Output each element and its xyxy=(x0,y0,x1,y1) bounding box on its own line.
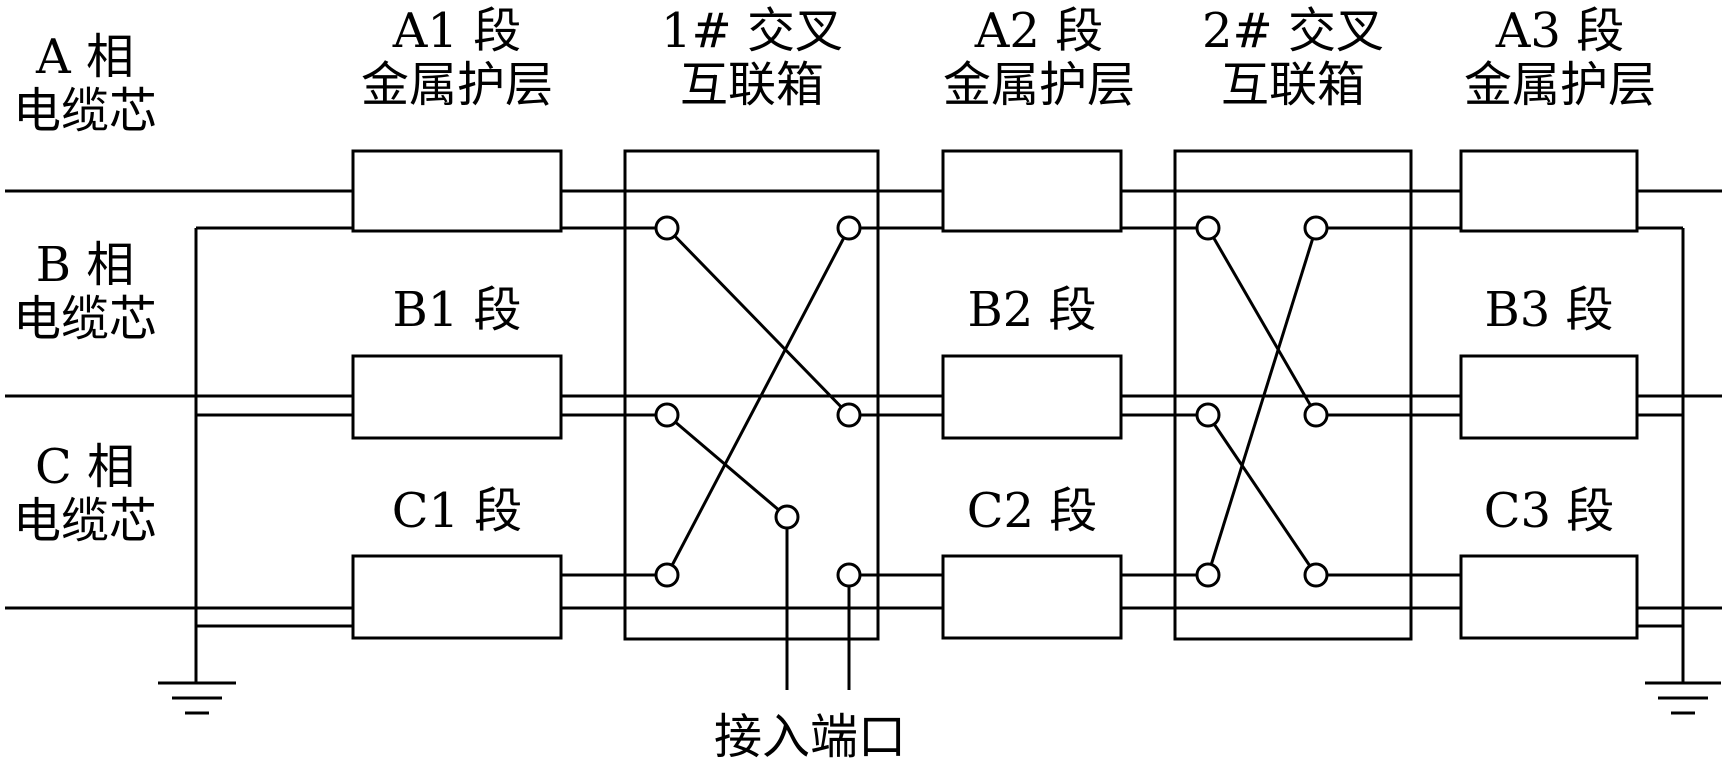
sheath-segment-c3 xyxy=(1459,554,1639,640)
segment-label-c3: C3 段 xyxy=(1483,483,1615,539)
sheath-segment-a3 xyxy=(1459,149,1639,233)
box1-terminal-port xyxy=(774,504,800,530)
box2-terminal-b-left xyxy=(1195,402,1221,428)
top-label-a3-sheath: A3 段 金属护层 xyxy=(1430,4,1690,112)
box2-terminal-c-left xyxy=(1195,562,1221,588)
phase-label-a-line2: 电缆芯 xyxy=(12,83,157,139)
box1-terminal-b-right xyxy=(836,402,862,428)
top-label-a2-line1: A2 段 xyxy=(974,3,1104,59)
box1-link-a1-b2 xyxy=(665,226,851,417)
segment-label-b3: B3 段 xyxy=(1484,282,1614,338)
box1-terminal-a-left xyxy=(654,215,680,241)
top-label-a1-line1: A1 段 xyxy=(392,3,522,59)
phase-label-b-line2: 电缆芯 xyxy=(12,291,157,347)
segment-label-b2: B2 段 xyxy=(967,282,1097,338)
box2-terminal-c-right xyxy=(1303,562,1329,588)
sheath-segment-c1 xyxy=(351,554,563,640)
box2-link-b-c xyxy=(1206,414,1318,576)
phase-label-a: A 相 电缆芯 xyxy=(0,30,170,138)
sheath-segment-a2 xyxy=(941,149,1123,233)
box1-terminal-b-left xyxy=(654,402,680,428)
box1-terminal-c-right xyxy=(836,562,862,588)
top-label-cross-box-2: 2# 交叉 互联箱 xyxy=(1163,4,1423,112)
top-label-a2-sheath: A2 段 金属护层 xyxy=(909,4,1169,112)
phase-label-c-line1: C 相 xyxy=(35,439,135,495)
sheath-segment-c2 xyxy=(941,554,1123,640)
sheath-segment-b2 xyxy=(941,354,1123,440)
sheath-segment-b3 xyxy=(1459,354,1639,440)
top-label-a1-sheath: A1 段 金属护层 xyxy=(327,4,587,112)
segment-label-b1: B1 段 xyxy=(392,282,522,338)
top-label-a3-line2: 金属护层 xyxy=(1463,57,1656,113)
access-port-label: 接入端口 xyxy=(713,709,906,765)
top-label-box1-line2: 互联箱 xyxy=(679,57,824,113)
top-label-a2-line2: 金属护层 xyxy=(942,57,1135,113)
cross-bonding-box-2 xyxy=(1173,149,1413,641)
phase-label-b-line1: B 相 xyxy=(35,237,135,293)
right-ground-icon xyxy=(1645,681,1721,715)
box1-link-b1-port xyxy=(666,413,788,519)
segment-label-c2: C2 段 xyxy=(966,483,1098,539)
top-label-box2-line1: 2# 交叉 xyxy=(1201,3,1385,59)
box2-terminal-a-right xyxy=(1303,215,1329,241)
sheath-segment-b1 xyxy=(351,354,563,440)
box2-terminal-b-right xyxy=(1303,402,1329,428)
phase-label-c: C 相 电缆芯 xyxy=(0,440,170,548)
box2-link-c-a xyxy=(1206,227,1318,576)
box2-link-a-b xyxy=(1206,227,1318,416)
box1-terminal-a-right xyxy=(836,215,862,241)
top-label-box1-line1: 1# 交叉 xyxy=(660,3,844,59)
sheath-segment-a1 xyxy=(351,149,563,233)
left-ground-icon xyxy=(158,681,236,715)
segment-label-c1: C1 段 xyxy=(391,483,523,539)
top-label-a3-line1: A3 段 xyxy=(1495,3,1625,59)
box1-terminal-c-left xyxy=(654,562,680,588)
top-label-box2-line2: 互联箱 xyxy=(1220,57,1365,113)
box2-terminal-a-left xyxy=(1195,215,1221,241)
phase-label-b: B 相 电缆芯 xyxy=(0,238,170,346)
phase-label-a-line1: A 相 xyxy=(36,29,134,85)
top-label-cross-box-1: 1# 交叉 互联箱 xyxy=(622,4,882,112)
cross-bonding-box-1 xyxy=(623,149,880,641)
top-label-a1-line2: 金属护层 xyxy=(360,57,553,113)
box1-link-c1-a2 xyxy=(665,227,851,576)
phase-label-c-line2: 电缆芯 xyxy=(12,493,157,549)
